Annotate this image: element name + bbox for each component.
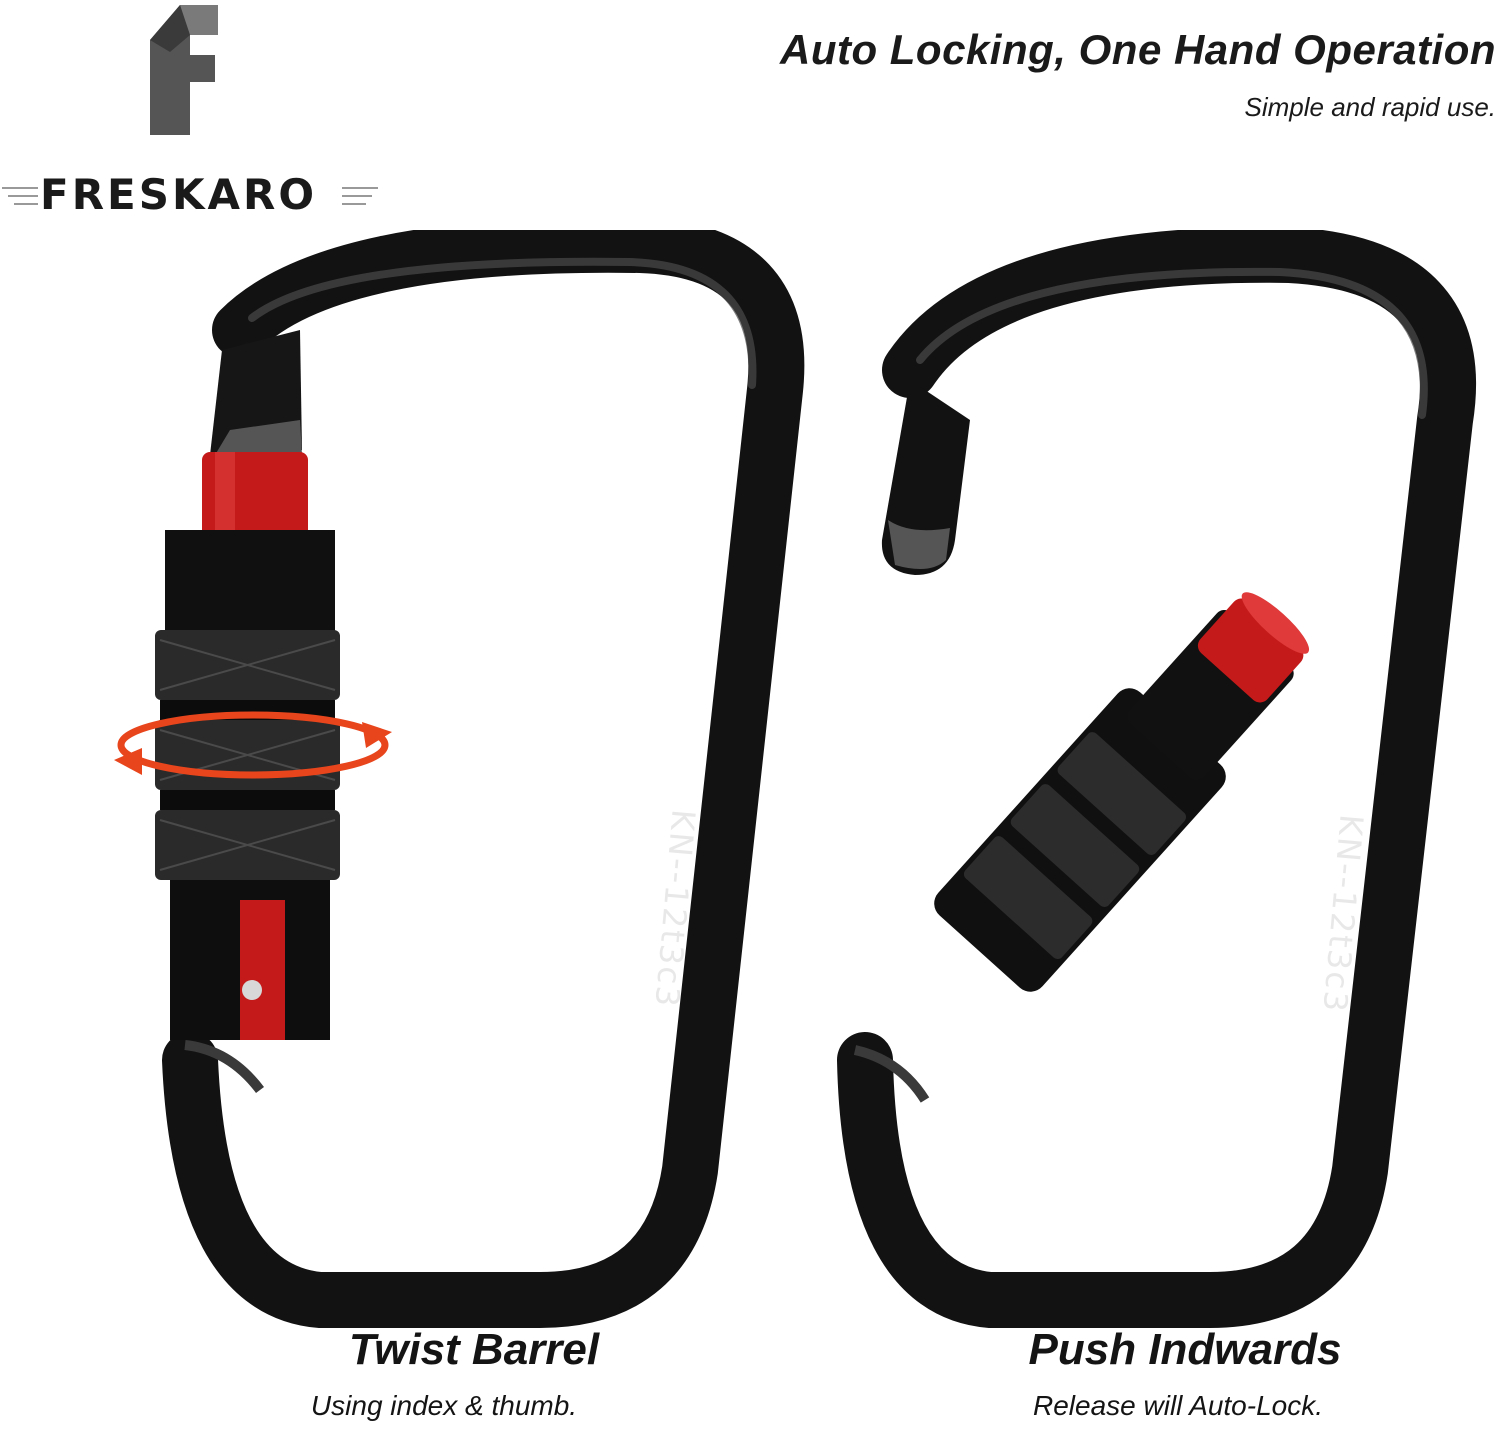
brand-lines-left	[2, 187, 38, 205]
subheadline: Simple and rapid use.	[1244, 92, 1496, 122]
caption-twist-barrel-subtitle: Using index & thumb.	[310, 1390, 578, 1421]
caption-push-inwards-subtitle: Release will Auto-Lock.	[1033, 1390, 1323, 1421]
caption-twist-barrel-title: Twist Barrel	[348, 1325, 600, 1374]
headline: Auto Locking, One Hand Operation	[779, 26, 1496, 73]
caption-push-inwards-title: Push Indwards	[1028, 1325, 1342, 1374]
rotate-arrow-icon	[114, 711, 392, 779]
brand-lines-right	[342, 187, 378, 205]
carabiner-right	[837, 230, 1477, 1328]
brand-wordmark: FRESKARO	[40, 170, 318, 219]
freskaro-logo-icon	[150, 5, 218, 135]
